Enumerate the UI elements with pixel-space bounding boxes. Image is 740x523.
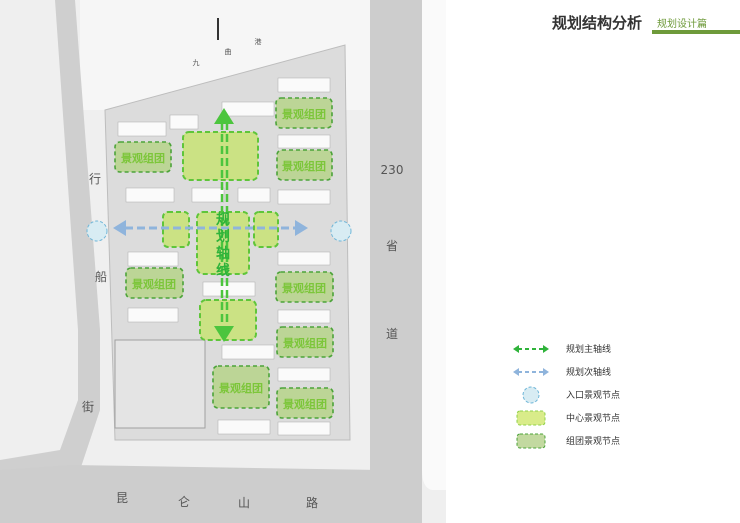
cluster-node-label: 景观组团 xyxy=(281,281,326,295)
svg-text:轴: 轴 xyxy=(216,245,230,262)
entrance-node-west xyxy=(86,220,108,242)
cluster-node-label: 景观组团 xyxy=(281,159,326,173)
center-node-box-icon xyxy=(512,408,550,428)
buildings xyxy=(117,77,331,436)
legend-item: 规划主轴线 xyxy=(512,337,620,360)
legend-item: 中心景观节点 xyxy=(512,406,620,429)
center-node xyxy=(182,131,259,181)
title-underline xyxy=(652,30,740,34)
main-axis xyxy=(214,108,234,342)
svg-text:路: 路 xyxy=(306,495,318,510)
cluster-node-label: 景观组团 xyxy=(282,397,327,411)
page-title: 规划结构分析 xyxy=(552,14,643,32)
svg-text:划: 划 xyxy=(216,228,230,245)
center-node xyxy=(253,211,279,248)
school-block xyxy=(114,339,206,429)
entrance-node-circle-icon xyxy=(512,385,550,405)
east-land xyxy=(422,0,446,490)
svg-text:行: 行 xyxy=(89,172,101,186)
svg-text:街: 街 xyxy=(82,400,94,414)
entrance-node-east xyxy=(330,220,352,242)
secondary-axis-arrow-icon xyxy=(512,362,550,382)
cluster-node-box-icon xyxy=(512,431,550,451)
svg-text:省: 省 xyxy=(386,239,398,253)
svg-text:港: 港 xyxy=(255,37,262,46)
secondary-axis xyxy=(113,220,308,236)
svg-text:规: 规 xyxy=(216,212,230,228)
axis-label: 规 划 轴 线 xyxy=(216,212,230,279)
legend: 规划主轴线 规划次轴线 入口景观节点 中心景观节点 组团景观节点 xyxy=(512,337,620,452)
cluster-node-label: 景观组团 xyxy=(282,336,327,350)
svg-text:曲: 曲 xyxy=(225,47,232,56)
svg-text:船: 船 xyxy=(95,270,107,284)
west-road xyxy=(0,0,100,480)
south-road xyxy=(0,465,380,523)
road-labels: 行 船 街 230 省 道 昆 仑 山 路 九 曲 港 xyxy=(82,37,403,510)
legend-item: 规划次轴线 xyxy=(512,360,620,383)
cluster-node-label: 景观组团 xyxy=(131,277,176,291)
svg-text:道: 道 xyxy=(386,327,398,341)
site-plan-map: 景观组团景观组团景观组团景观组团景观组团景观组团景观组团景观组团 规 划 轴 线… xyxy=(0,0,446,523)
svg-text:线: 线 xyxy=(216,262,230,279)
svg-text:九: 九 xyxy=(193,58,200,67)
cluster-node-label: 景观组团 xyxy=(120,151,165,165)
svg-text:仑: 仑 xyxy=(178,495,190,509)
cluster-node-label: 景观组团 xyxy=(281,107,326,121)
legend-item: 入口景观节点 xyxy=(512,383,620,406)
page-subtitle: 规划设计篇 xyxy=(657,19,707,30)
svg-text:山: 山 xyxy=(238,496,250,510)
legend-item: 组团景观节点 xyxy=(512,429,620,452)
main-axis-arrow-icon xyxy=(512,339,550,359)
cluster-node-label: 景观组团 xyxy=(218,381,263,395)
svg-text:230: 230 xyxy=(381,163,404,177)
svg-text:昆: 昆 xyxy=(116,491,128,505)
east-road xyxy=(370,0,422,523)
